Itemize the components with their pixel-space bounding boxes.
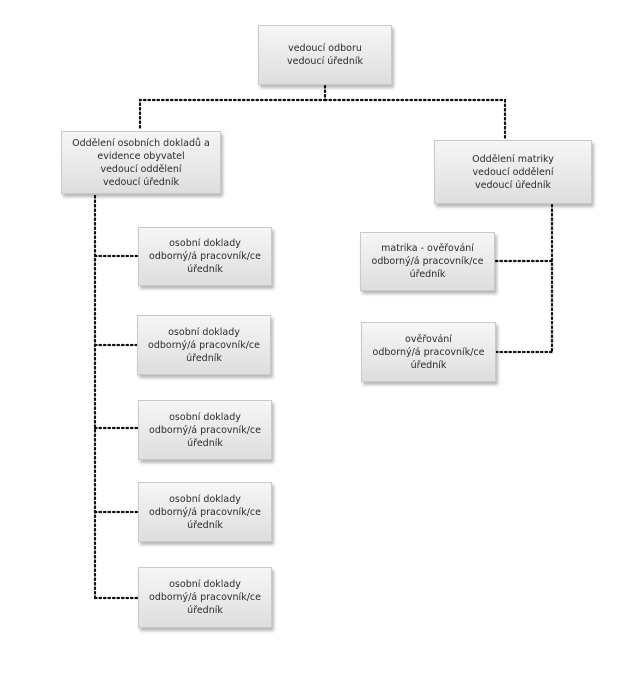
box-label: úředník xyxy=(409,269,446,280)
box-label: Oddělení osobních dokladů a xyxy=(72,137,210,149)
box-left-item[interactable]: osobní doklady odborný/á pracovník/ce úř… xyxy=(137,315,271,375)
box-label: osobní doklady xyxy=(169,493,241,505)
box-label: ověřování xyxy=(405,333,452,345)
box-label: úředník xyxy=(187,519,223,531)
box-label: vedoucí úředník xyxy=(475,179,551,191)
box-label: úředník xyxy=(187,605,223,616)
box-label: odborný/á pracovník/ce xyxy=(148,339,260,351)
box-label: osobní doklady xyxy=(169,411,241,423)
box-label: odborný/á pracovník/ce xyxy=(149,251,261,262)
box-label: vedoucí úředník xyxy=(287,56,363,67)
box-label: odborný/á pracovník/ce xyxy=(149,506,261,518)
box-right-item[interactable]: matrika - ověřování odborný/á pracovník/… xyxy=(360,232,495,291)
box-label: úředník xyxy=(186,352,222,364)
box-label: osobní doklady xyxy=(169,238,241,249)
connector-top-to-right-dept xyxy=(323,98,507,140)
box-label: vedoucí oddělení xyxy=(472,166,554,178)
box-label: vedoucí oddělení xyxy=(100,163,182,175)
box-label: odborný/á pracovník/ce xyxy=(372,346,485,358)
box-left-item[interactable]: osobní doklady odborný/á pracovník/ce úř… xyxy=(138,482,272,542)
box-label: odborný/á pracovník/ce xyxy=(149,592,261,603)
box-label: odborný/á pracovník/ce xyxy=(149,424,261,436)
box-label: vedoucí úředník xyxy=(103,176,179,188)
box-label: osobní doklady xyxy=(168,326,240,338)
box-left-item[interactable]: osobní doklady odborný/á pracovník/ce úř… xyxy=(138,567,272,628)
connector-top-to-depts xyxy=(138,84,327,132)
box-label: úředník xyxy=(187,437,223,449)
box-dept-registry[interactable]: Oddělení matriky vedoucí oddělení vedouc… xyxy=(434,140,592,204)
box-right-item[interactable]: ověřování odborný/á pracovník/ce úředník xyxy=(361,322,496,382)
box-label: úředník xyxy=(187,264,223,275)
box-label: úředník xyxy=(410,359,447,371)
box-head-of-department[interactable]: vedoucí odboru vedoucí úředník xyxy=(258,25,392,85)
box-dept-personal-documents[interactable]: Oddělení osobních dokladů a evidence oby… xyxy=(61,131,221,194)
box-left-item[interactable]: osobní doklady odborný/á pracovník/ce úř… xyxy=(138,227,272,286)
box-label: matrika - ověřování xyxy=(381,243,474,254)
box-label: vedoucí odboru xyxy=(288,43,362,54)
box-label: odborný/á pracovník/ce xyxy=(371,256,484,267)
box-label: osobní doklady xyxy=(169,579,241,590)
box-label: Oddělení matriky xyxy=(472,153,554,165)
box-left-item[interactable]: osobní doklady odborný/á pracovník/ce úř… xyxy=(138,400,272,460)
box-label: evidence obyvatel xyxy=(97,150,185,162)
